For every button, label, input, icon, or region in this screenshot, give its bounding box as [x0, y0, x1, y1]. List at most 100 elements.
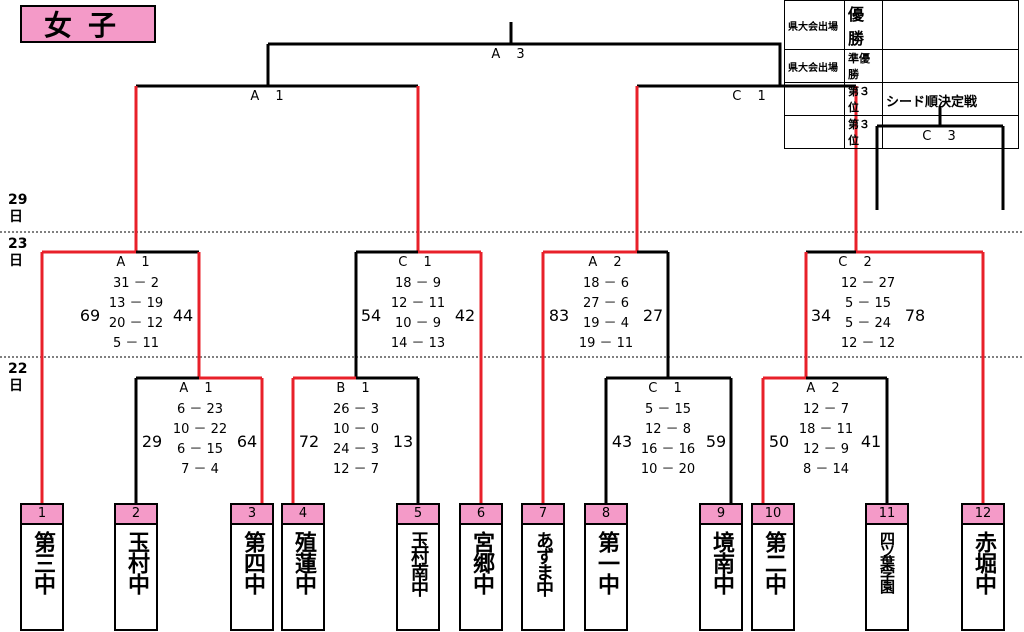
quarter-score: 12 － 11 — [390, 296, 446, 311]
qf3-left-total: 83 — [548, 306, 570, 325]
team-card-2: 2 玉村中 — [114, 503, 158, 631]
court-label-qf1: A 1 — [116, 255, 156, 270]
quarter-score: 5 － 11 — [112, 336, 160, 351]
team-card-3: 3 第四中 — [230, 503, 274, 631]
quarter-score: 13 － 19 — [108, 296, 164, 311]
quarterfinal-4 — [804, 250, 985, 503]
quarter-score: 10 － 22 — [172, 422, 228, 437]
team-number: 12 — [963, 505, 1003, 525]
quarterfinal-1 — [40, 250, 201, 503]
team-card-1: 1 第三中 — [20, 503, 64, 631]
team-card-4: 4 殖蓮中 — [281, 503, 325, 631]
court-label-final: A 3 — [491, 47, 531, 62]
day-label-23: 23 日 — [8, 236, 28, 269]
legend-qual: 県大会出場 — [784, 49, 845, 83]
court-label-r4: A 2 — [806, 381, 846, 396]
team-number: 10 — [753, 505, 793, 525]
team-name: 第三中 — [30, 531, 55, 594]
quarter-score: 19 － 4 — [582, 316, 630, 331]
r3-right-total: 59 — [705, 432, 727, 451]
team-number: 5 — [398, 505, 438, 525]
semifinal-left — [134, 84, 420, 252]
qf3-right-total: 27 — [642, 306, 664, 325]
qf4-left-total: 34 — [810, 306, 832, 325]
quarter-score: 18 － 11 — [798, 422, 854, 437]
team-name: 第二中 — [761, 531, 786, 594]
quarter-score: 8 － 14 — [802, 462, 850, 477]
team-card-5: 5 玉村南中 — [396, 503, 440, 631]
r4-quarter-scores: 12 － 7 18 － 11 12 － 9 8 － 14 — [786, 400, 866, 480]
legend-rank: 準優勝 — [844, 49, 883, 83]
team-name: 玉村南中 — [408, 531, 429, 595]
legend-row: 県大会出場 優勝 — [784, 0, 1019, 50]
quarter-score: 24 － 3 — [332, 442, 380, 457]
court-label-seed: C 3 — [922, 129, 962, 144]
team-name: 第四中 — [240, 531, 265, 594]
team-number: 9 — [701, 505, 741, 525]
legend-row: 第３位 — [784, 115, 1019, 149]
r1-quarter-scores: 6 － 23 10 － 22 6 － 15 7 － 4 — [160, 400, 240, 480]
qf2-right-total: 42 — [454, 306, 476, 325]
quarter-score: 14 － 13 — [390, 336, 446, 351]
team-number: 3 — [232, 505, 272, 525]
team-name: 殖蓮中 — [291, 531, 316, 594]
team-name: 四ツ葉学園 — [878, 531, 896, 591]
quarter-score: 18 － 6 — [582, 276, 630, 291]
court-label-qf3: A 2 — [588, 255, 628, 270]
court-label-r3: C 1 — [648, 381, 688, 396]
qf4-right-total: 78 — [904, 306, 926, 325]
r3-left-total: 43 — [611, 432, 633, 451]
day-label-22: 22 日 — [8, 361, 28, 394]
round1-match-1 — [134, 376, 264, 503]
quarter-score: 12 － 8 — [644, 422, 692, 437]
team-card-6: 6 宮郷中 — [459, 503, 503, 631]
quarter-score: 6 － 23 — [176, 402, 224, 417]
results-legend: 県大会出場 優勝 県大会出場 準優勝 第３位 第３位 — [784, 0, 1019, 149]
team-card-7: 7 あずま中 — [521, 503, 565, 631]
legend-blank — [882, 49, 1019, 83]
team-card-9: 9 境南中 — [699, 503, 743, 631]
day-label-29: 29 日 — [8, 192, 28, 225]
team-number: 4 — [283, 505, 323, 525]
legend-blank — [882, 82, 1019, 116]
team-card-8: 8 第一中 — [584, 503, 628, 631]
court-label-semi-right: C 1 — [732, 89, 772, 104]
r3-quarter-scores: 5 － 15 12 － 8 16 － 16 10 － 20 — [628, 400, 708, 480]
legend-rank: 第３位 — [844, 115, 883, 149]
legend-qual — [784, 82, 845, 116]
team-number: 7 — [523, 505, 563, 525]
round1-match-2 — [291, 376, 420, 503]
quarter-score: 7 － 4 — [181, 462, 219, 477]
team-number: 11 — [867, 505, 907, 525]
round1-match-4 — [761, 376, 889, 503]
qf1-quarter-scores: 31 － 2 13 － 19 20 － 12 5 － 11 — [96, 274, 176, 354]
quarter-score: 10 － 9 — [394, 316, 442, 331]
quarter-score: 12 － 12 — [840, 336, 896, 351]
qf2-left-total: 54 — [360, 306, 382, 325]
quarter-score: 5 － 15 — [644, 402, 692, 417]
team-card-12: 12 赤堀中 — [961, 503, 1005, 631]
court-label-r2: B 1 — [336, 381, 376, 396]
team-name: 境南中 — [709, 531, 734, 594]
legend-row: 県大会出場 準優勝 — [784, 49, 1019, 83]
quarter-score: 12 － 9 — [802, 442, 850, 457]
court-label-qf2: C 1 — [398, 255, 438, 270]
quarter-score: 5 － 15 — [844, 296, 892, 311]
team-name: 赤堀中 — [971, 531, 996, 594]
r2-right-total: 13 — [392, 432, 414, 451]
legend-blank — [882, 0, 1019, 50]
quarter-score: 10 － 0 — [332, 422, 380, 437]
r1-right-total: 64 — [236, 432, 258, 451]
quarter-score: 12 － 7 — [332, 462, 380, 477]
legend-row: 第３位 — [784, 82, 1019, 116]
quarter-score: 18 － 9 — [394, 276, 442, 291]
legend-qual — [784, 115, 845, 149]
quarter-score: 26 － 3 — [332, 402, 380, 417]
team-number: 1 — [22, 505, 62, 525]
page-title: 女子 — [20, 5, 156, 43]
quarter-score: 27 － 6 — [582, 296, 630, 311]
legend-rank: 第３位 — [844, 82, 883, 116]
court-label-r1: A 1 — [179, 381, 219, 396]
final-bracket — [266, 22, 782, 86]
legend-blank — [882, 115, 1019, 149]
